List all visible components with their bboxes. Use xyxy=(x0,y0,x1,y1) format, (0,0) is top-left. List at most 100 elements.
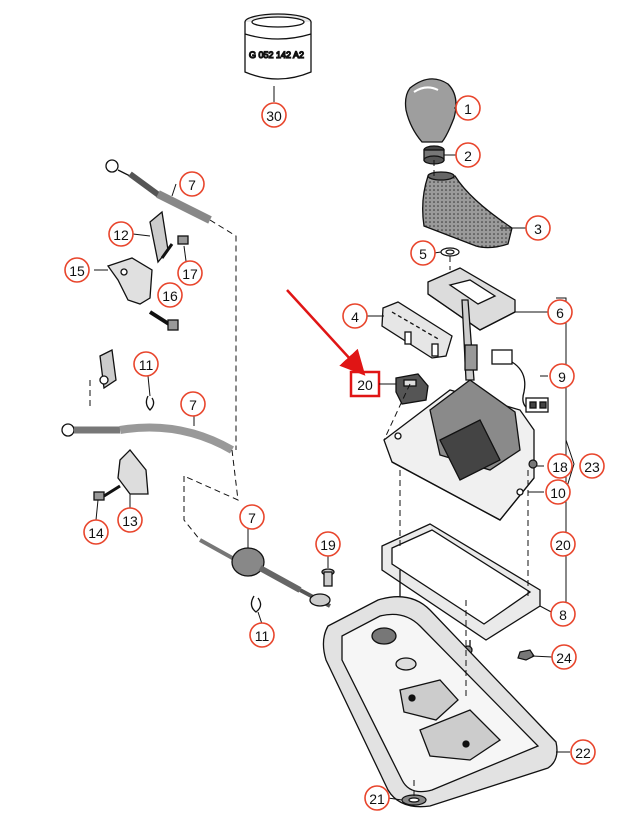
callout-circle xyxy=(550,601,576,627)
callout-number: 7 xyxy=(248,510,256,526)
callout-number: 11 xyxy=(139,357,154,373)
nut-part-18 xyxy=(528,459,538,469)
callout-circle xyxy=(545,479,571,505)
callout-number: 16 xyxy=(162,288,178,304)
callout-c5: 5 xyxy=(410,240,436,266)
callout-circle xyxy=(410,240,436,266)
callout-number: 13 xyxy=(122,513,138,529)
callout-number: 10 xyxy=(550,485,566,501)
callout-c22: 22 xyxy=(570,739,596,765)
sleeve-part-30: G 052 142 A2 xyxy=(244,13,312,80)
callout-number: 15 xyxy=(69,263,85,279)
callout-circle xyxy=(525,215,551,241)
callout-circle xyxy=(547,299,573,325)
callout-c11b: 11 xyxy=(249,622,275,648)
callout-c12: 12 xyxy=(108,221,134,247)
callout-number: 8 xyxy=(559,607,567,623)
callout-c15: 15 xyxy=(64,257,90,283)
callout-number: 30 xyxy=(266,108,282,124)
bolt-part-17 xyxy=(160,235,189,259)
highlight-arrow xyxy=(286,289,366,376)
callout-c4: 4 xyxy=(342,303,368,329)
callout-circle xyxy=(570,739,596,765)
callout-circle xyxy=(455,142,481,168)
callout-number: 24 xyxy=(556,650,572,666)
callout-number: 23 xyxy=(584,459,600,475)
callout-c2: 2 xyxy=(455,142,481,168)
callout-number: 7 xyxy=(188,177,196,193)
callout-number: 14 xyxy=(88,525,104,541)
callout-circle xyxy=(551,644,577,670)
callout-number: 2 xyxy=(464,148,472,164)
connector-wire-part-9 xyxy=(491,349,549,413)
callout-c7a: 7 xyxy=(179,171,205,197)
bolt-part-14 xyxy=(93,484,121,501)
lower-tray-part-8 xyxy=(381,523,541,662)
cable-lower-part-7 xyxy=(199,538,331,608)
callout-circle xyxy=(117,507,143,533)
callout-c8: 8 xyxy=(550,601,576,627)
callout-c7c: 7 xyxy=(239,504,265,530)
callout-c11a: 11 xyxy=(133,351,159,377)
callout-number: 4 xyxy=(351,309,359,325)
callout-number: 22 xyxy=(575,745,591,761)
callout-c7b: 7 xyxy=(180,391,206,417)
callout-number: 12 xyxy=(113,227,129,243)
callout-c30: 30 xyxy=(261,102,287,128)
bolt-part-16 xyxy=(148,310,179,331)
callout-circle xyxy=(315,531,341,557)
callout-circle xyxy=(64,257,90,283)
callout-circle xyxy=(177,260,203,286)
callout-c13: 13 xyxy=(117,507,143,533)
callout-c14: 14 xyxy=(83,519,109,545)
bracket-part-15 xyxy=(106,257,153,305)
callout-c24: 24 xyxy=(551,644,577,670)
callout-circle xyxy=(579,453,605,479)
ring-part-2 xyxy=(423,145,445,165)
clip-part-11-lower xyxy=(250,595,262,613)
boot-part-3 xyxy=(422,171,513,249)
callout-number: 11 xyxy=(255,628,270,644)
callout-c21: 21 xyxy=(364,785,390,811)
callout-c23: 23 xyxy=(579,453,605,479)
callout-c6: 6 xyxy=(547,299,573,325)
callout-circle xyxy=(108,221,134,247)
callout-c1: 1 xyxy=(455,95,481,121)
bolt-part-19 xyxy=(321,568,335,587)
callout-number: 20 xyxy=(555,537,571,553)
shift-knob-part-1 xyxy=(404,78,457,143)
callout-c19: 19 xyxy=(315,531,341,557)
callout-number: 19 xyxy=(320,537,336,553)
callout-c9: 9 xyxy=(549,363,575,389)
callout-number: 3 xyxy=(534,221,542,237)
washer-part-5 xyxy=(440,247,460,257)
callout-number: 9 xyxy=(558,369,566,385)
base-plate-part-22 xyxy=(322,596,558,808)
callout-number: 17 xyxy=(182,266,198,282)
callout-number: 6 xyxy=(556,305,564,321)
selector-housing xyxy=(383,379,535,521)
callout-c16: 16 xyxy=(157,282,183,308)
callout-c20a: 20 xyxy=(550,531,576,557)
nut-part-24 xyxy=(517,649,535,661)
callout-number: 18 xyxy=(552,459,568,475)
callout-c10: 10 xyxy=(545,479,571,505)
callout-circle xyxy=(455,95,481,121)
callout-number: 1 xyxy=(464,101,472,117)
callout-circle xyxy=(364,785,390,811)
callout-circle xyxy=(342,303,368,329)
grommet-part-21 xyxy=(401,794,427,806)
callout-circle xyxy=(549,363,575,389)
callout-circle xyxy=(180,391,206,417)
callout-number: 7 xyxy=(189,397,197,413)
callout-circle xyxy=(239,504,265,530)
callout-circle xyxy=(261,102,287,128)
cable-upper-part-7 xyxy=(105,159,212,224)
callout-circle xyxy=(249,622,275,648)
gate-plate-part-6 xyxy=(427,267,516,331)
bracket-part-13 xyxy=(117,449,149,495)
callout-circle xyxy=(157,282,183,308)
